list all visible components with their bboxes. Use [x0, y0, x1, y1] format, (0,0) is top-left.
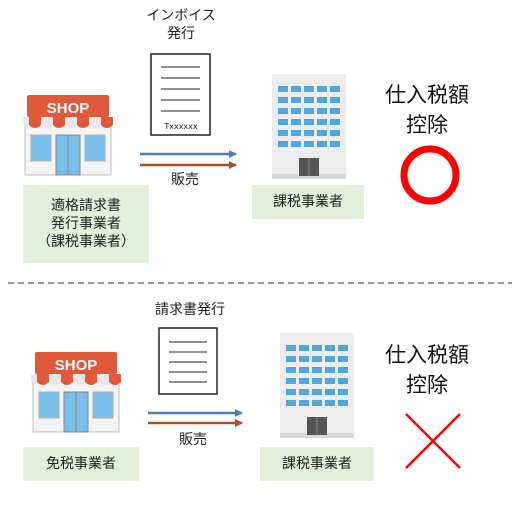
top-deduction-line1: 仕入税額 [385, 83, 469, 107]
bottom-invoice-document-icon [158, 327, 218, 395]
top-shop-icon: SHOP [22, 94, 114, 176]
top-seller-label-line3: （課税事業者） [37, 234, 135, 250]
bottom-buyer-label: 課税事業者 [260, 447, 374, 481]
bottom-seller-label-text: 免税事業者 [46, 456, 116, 472]
top-shop-sign: SHOP [47, 100, 90, 117]
top-deduction-line2: 控除 [406, 113, 448, 137]
bottom-deduction-line1: 仕入税額 [385, 343, 469, 367]
bottom-deduction-line2: 控除 [406, 373, 448, 397]
bottom-building-icon [279, 332, 355, 439]
top-invoice-document-icon: Txxxxxx [150, 53, 211, 136]
bottom-buyer-label-text: 課税事業者 [282, 456, 352, 472]
top-seller-label-line1: 適格請求書 [51, 198, 121, 214]
bottom-shop-sign: SHOP [55, 357, 98, 374]
bottom-doc-caption: 請求書発行 [155, 302, 225, 318]
circle-mark-icon [400, 145, 460, 205]
bottom-seller-label: 免税事業者 [23, 447, 139, 481]
top-doc-caption-line1: インボイス [146, 8, 216, 24]
bottom-shop-icon: SHOP [30, 351, 122, 433]
top-building-icon [271, 73, 347, 180]
top-doc-code: Txxxxxx [163, 122, 198, 131]
bottom-sale-label: 販売 [179, 432, 207, 448]
top-seller-label-line2: 発行事業者 [51, 216, 121, 232]
bottom-sale-arrows [148, 409, 243, 427]
top-buyer-label-text: 課税事業者 [273, 194, 343, 210]
cross-mark-icon [405, 413, 461, 469]
top-sale-label: 販売 [171, 172, 199, 188]
top-seller-label: 適格請求書 発行事業者 （課税事業者） [23, 185, 149, 263]
top-doc-caption-line2: 発行 [167, 26, 195, 42]
top-sale-arrows [140, 150, 237, 169]
top-buyer-label: 課税事業者 [252, 185, 364, 219]
